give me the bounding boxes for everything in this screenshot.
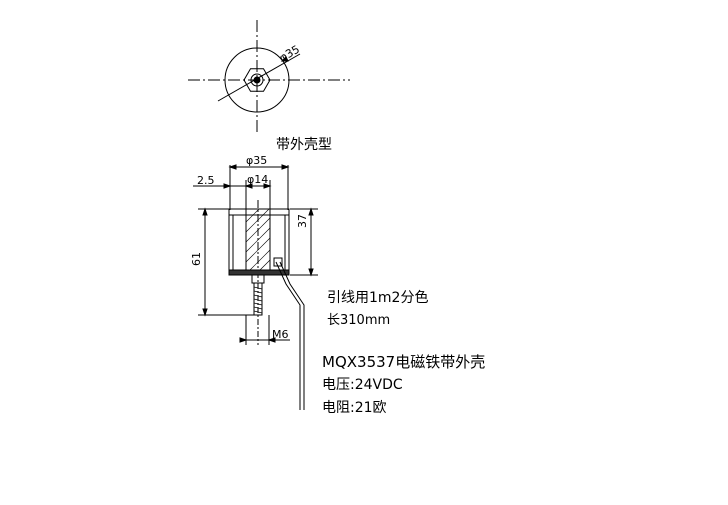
note-lead-length: 长310mm: [327, 313, 391, 328]
top-view-diameter-leader: [217, 53, 301, 102]
note-resistance: 电阻:21欧: [322, 400, 387, 416]
wire-exit: [273, 257, 283, 267]
top-view-outer-circle: [224, 47, 290, 113]
dim-phi14-label: φ14: [247, 173, 268, 186]
arrow-m6-left: [239, 337, 248, 343]
note-voltage: 电压:24VDC: [322, 377, 403, 393]
lead-wire-2: [279, 261, 305, 410]
arrow-wall: [223, 183, 232, 189]
arrow-m6-right: [267, 337, 276, 343]
dim-37-label: 37: [296, 214, 309, 228]
lead-wire-1: [275, 261, 301, 410]
arrow-phi35-left: [228, 164, 237, 170]
dim-wall-label: 2.5: [197, 174, 215, 187]
note-model: MQX3537电磁铁带外壳: [322, 353, 486, 371]
note-lead-wire: 引线用1m2分色: [327, 290, 429, 306]
arrow-61-top: [202, 207, 208, 216]
dim-phi35-label: φ35: [246, 154, 267, 167]
arrow-37-bottom: [308, 268, 314, 277]
arrow-phi14-left: [244, 183, 253, 189]
side-view: [193, 164, 318, 410]
top-view-arrow: [280, 56, 289, 62]
arrow-37-top: [308, 207, 314, 216]
top-view-inner-circle: [250, 73, 264, 87]
arrow-61-bottom: [202, 308, 208, 317]
top-view-hex-nut: [243, 68, 271, 92]
arrow-phi35-right: [281, 164, 290, 170]
top-view-caption: 带外壳型: [276, 136, 332, 153]
top-view-diameter-label: φ35: [277, 43, 302, 65]
dim-m6-label: M6: [272, 328, 289, 341]
top-view: [188, 20, 350, 133]
arrow-phi14-right: [263, 183, 272, 189]
dim-61-label: 61: [190, 252, 203, 266]
